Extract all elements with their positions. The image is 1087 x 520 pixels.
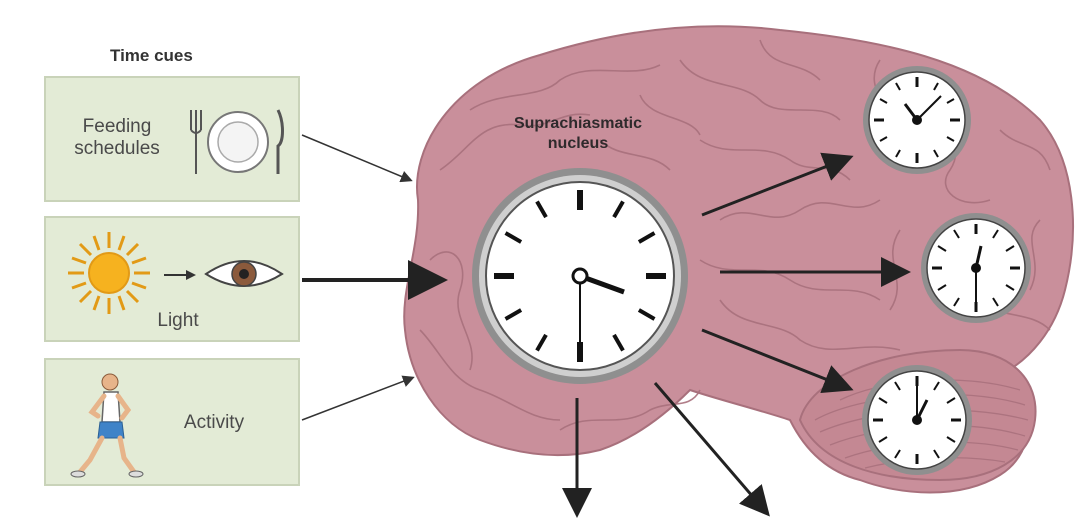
feeding-label-line1: Feeding xyxy=(62,116,172,138)
scn-label-line2: nucleus xyxy=(478,134,678,154)
feeding-label-line2: schedules xyxy=(62,138,172,160)
sun-icon xyxy=(64,228,154,318)
light-label: Light xyxy=(138,310,218,332)
peripheral-clock-top xyxy=(863,66,971,174)
peripheral-clock-bottom xyxy=(862,365,972,475)
feeding-cue-box: Feeding schedules xyxy=(44,76,300,202)
feeding-label: Feeding schedules xyxy=(62,116,172,160)
activity-arrow xyxy=(302,378,412,420)
feeding-arrow xyxy=(302,135,410,180)
runner-icon xyxy=(68,368,148,480)
peripheral-clock-middle xyxy=(921,213,1031,323)
eye-icon xyxy=(202,252,286,296)
scn-label: Suprachiasmatic nucleus xyxy=(478,114,678,154)
scn-label-line1: Suprachiasmatic xyxy=(478,114,678,134)
activity-cue-box: Activity xyxy=(44,358,300,486)
plate-cutlery-icon xyxy=(184,102,288,182)
light-cue-box: Light xyxy=(44,216,300,342)
master-clock xyxy=(472,168,688,384)
activity-label: Activity xyxy=(154,412,274,434)
light-to-eye-arrow xyxy=(162,268,198,282)
time-cues-title: Time cues xyxy=(110,46,193,66)
